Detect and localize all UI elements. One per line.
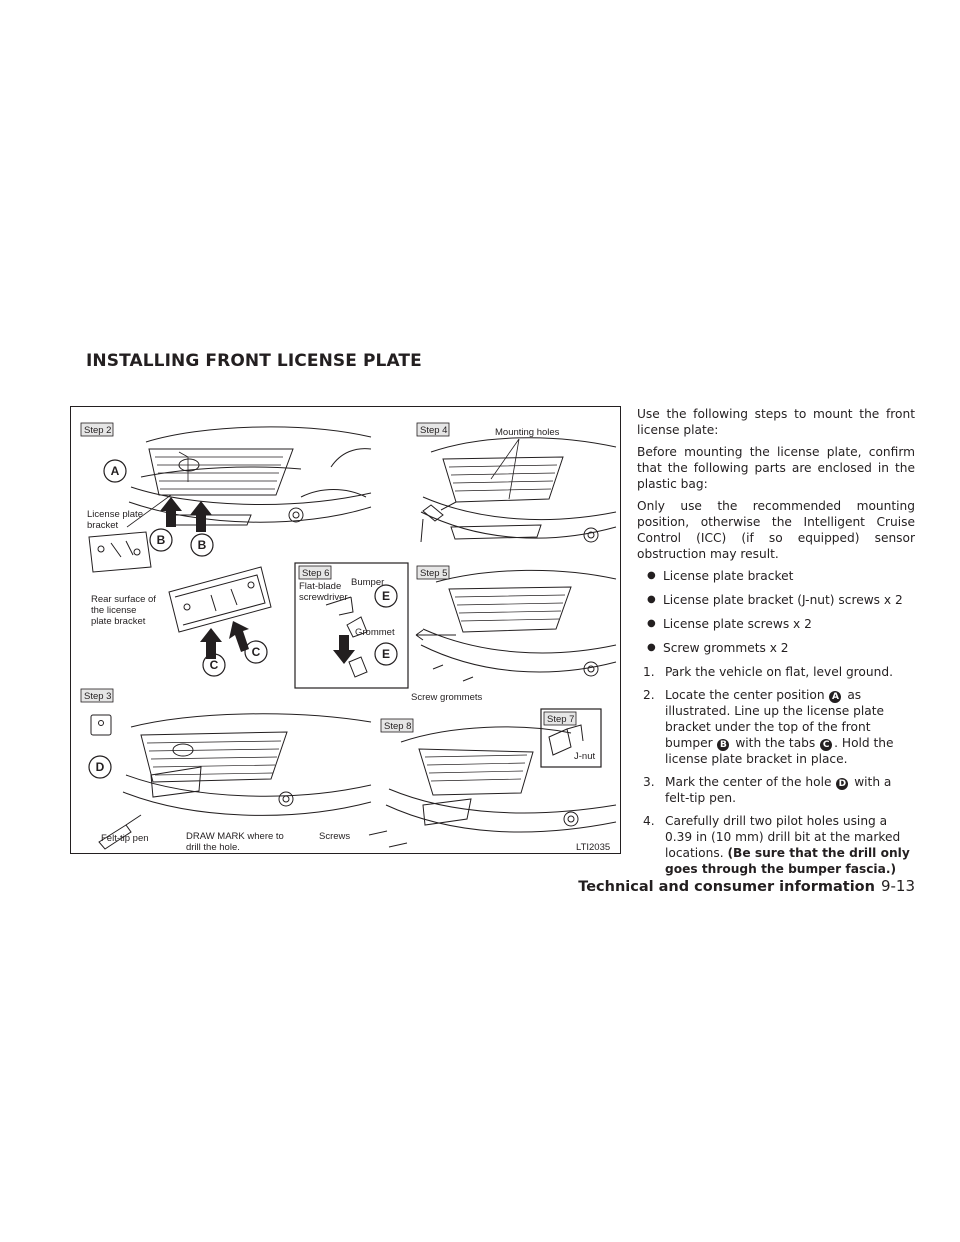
j-nut-illustration <box>548 724 584 756</box>
list-item: Screw grommets x 2 <box>637 640 915 656</box>
intro-paragraph-1: Use the following steps to mount the fro… <box>637 407 915 437</box>
label-draw-mark-2: drill the hole. <box>186 842 240 853</box>
label-rear-surface-1: Rear surface of <box>91 594 156 605</box>
step-1: 1. Park the vehicle on flat, level groun… <box>637 664 915 680</box>
page-number: 9-13 <box>880 877 915 895</box>
license-plate-bracket-illustration <box>88 531 152 573</box>
step-2-tag: Step 2 <box>84 425 111 436</box>
figure-illustration: A B B C C D E E Step 2 Step 4 Step 6 Ste… <box>80 422 617 853</box>
procedure-steps: 1. Park the vehicle on flat, level groun… <box>637 664 915 877</box>
label-license-plate-bracket-2: bracket <box>87 520 119 531</box>
callout-c-1: C <box>210 658 219 672</box>
callout-ref-a: A <box>829 691 842 703</box>
rear-surface-bracket-illustration <box>168 566 272 633</box>
step-text: Park the vehicle on flat, level ground. <box>665 665 893 679</box>
label-grommet: Grommet <box>355 627 395 638</box>
step3-car-illustration <box>90 713 372 850</box>
step-number: 3. <box>643 775 655 789</box>
step7-detail-box <box>540 708 602 768</box>
step-text: as illustrated. Line up the license plat… <box>665 688 885 750</box>
step-text: . Hold the license plate bracket in plac… <box>665 736 894 766</box>
step-tags: Step 2 Step 4 Step 6 Step 5 Step 3 Step … <box>80 422 577 733</box>
step6-grommet-illustration <box>325 596 368 678</box>
callout-e-2: E <box>382 647 390 661</box>
callout-b-1: B <box>157 533 166 547</box>
arrow-c-2 <box>229 621 249 652</box>
list-item: License plate bracket (J-nut) screws x 2 <box>637 592 915 608</box>
step-4-tag: Step 4 <box>420 425 447 436</box>
arrow-b-2 <box>190 501 212 532</box>
footer-title: Technical and consumer information <box>578 879 875 895</box>
license-plate-installation-figure: A B B C C D E E Step 2 Step 4 Step 6 Ste… <box>70 406 621 854</box>
step-text: with a felt-tip pen. <box>665 775 892 805</box>
parts-list: License plate bracket License plate brac… <box>637 568 915 656</box>
intro-paragraph-3: Only use the recommended mounting positi… <box>637 499 915 561</box>
step-text: Locate the center position <box>665 688 825 702</box>
step2-car-illustration <box>128 426 372 526</box>
step-warning: (Be sure that the drill only goes throug… <box>665 846 910 876</box>
step-2: 2. Locate the center position A as illus… <box>637 687 915 767</box>
label-license-plate-bracket-1: License plate <box>87 509 143 520</box>
step-number: 1. <box>643 665 655 679</box>
step-text: with the tabs <box>735 736 816 750</box>
callout-ref-c: C <box>820 739 833 751</box>
label-rear-surface-3: plate bracket <box>91 616 146 627</box>
callout-c-2: C <box>252 645 261 659</box>
step5-car-illustration <box>415 569 617 682</box>
arrow-b-1 <box>160 497 182 527</box>
step-text: Carefully drill two pilot holes using a … <box>665 814 901 860</box>
label-flat-blade-1: Flat-blade <box>299 581 341 592</box>
page-footer: Technical and consumer information 9-13 <box>578 877 915 895</box>
figure-labels: Mounting holes License plate bracket Rea… <box>87 427 610 853</box>
section-title: INSTALLING FRONT LICENSE PLATE <box>86 351 422 371</box>
callout-circles: A B B C C D E E <box>88 459 398 779</box>
step-7-tag: Step 7 <box>547 714 574 725</box>
label-rear-surface-2: the license <box>91 605 136 616</box>
label-screw-grommets: Screw grommets <box>411 692 483 703</box>
callout-e-1: E <box>382 589 390 603</box>
label-mounting-holes: Mounting holes <box>495 427 560 438</box>
step6-detail-box <box>294 562 409 689</box>
callout-a: A <box>111 464 120 478</box>
step-6-tag: Step 6 <box>302 568 329 579</box>
step-5-tag: Step 5 <box>420 568 447 579</box>
label-flat-blade-2: screwdriver <box>299 592 348 603</box>
list-item: License plate bracket <box>637 568 915 584</box>
step-4: 4. Carefully drill two pilot holes using… <box>637 813 915 877</box>
label-bumper: Bumper <box>351 577 384 588</box>
label-draw-mark-1: DRAW MARK where to <box>186 831 284 842</box>
callout-ref-b: B <box>717 739 730 751</box>
arrow-e-down <box>333 635 355 664</box>
list-item: License plate screws x 2 <box>637 616 915 632</box>
intro-paragraph-2: Before mounting the license plate, confi… <box>637 445 915 491</box>
figure-id: LTI2035 <box>576 842 610 853</box>
step4-car-illustration <box>420 437 617 543</box>
arrow-c-1 <box>200 628 222 659</box>
label-j-nut: J-nut <box>574 751 595 762</box>
label-felt-tip-pen: Felt-tip pen <box>101 833 149 844</box>
step8-car-illustration <box>368 726 617 848</box>
step-number: 4. <box>643 814 655 828</box>
step-number: 2. <box>643 688 655 702</box>
callout-b-2: B <box>198 538 207 552</box>
instructions-column: Use the following steps to mount the fro… <box>637 406 915 884</box>
callout-d: D <box>96 760 105 774</box>
label-screws: Screws <box>319 831 350 842</box>
step-3: 3. Mark the center of the hole D with a … <box>637 774 915 806</box>
step-3-tag: Step 3 <box>84 691 111 702</box>
step-text: Mark the center of the hole <box>665 775 832 789</box>
step-8-tag: Step 8 <box>384 721 411 732</box>
arrows <box>160 497 355 664</box>
callout-ref-d: D <box>836 778 849 790</box>
